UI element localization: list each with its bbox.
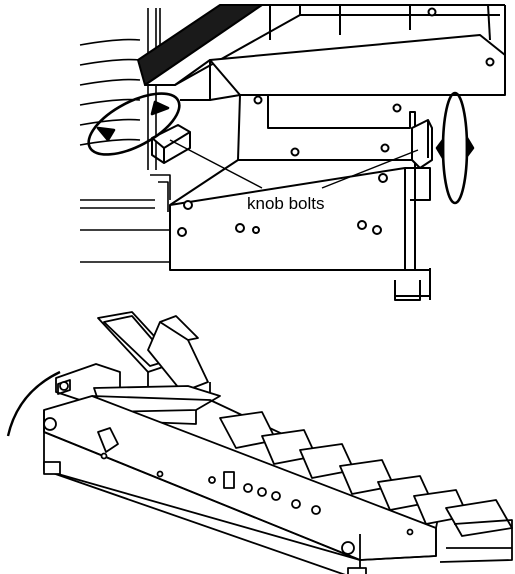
base-screw-1	[177, 227, 187, 237]
feet	[43, 461, 367, 574]
callout-label: knob bolts	[247, 194, 325, 213]
side-plate-screw-4	[380, 143, 390, 153]
side-plate-screw-1	[253, 95, 263, 105]
full-pedalboard-view	[6, 311, 513, 574]
rotate-arrow-left-icon	[87, 92, 181, 156]
base-screw-3	[252, 226, 260, 234]
housing-screw-2	[485, 57, 495, 67]
pedal-housing-upper	[209, 4, 506, 101]
base-screw-4	[357, 220, 367, 230]
left-end-housing	[55, 363, 221, 425]
front-ports	[100, 452, 414, 536]
cable	[6, 370, 61, 437]
pedal-plate	[137, 4, 505, 101]
pedal-side-plate	[237, 94, 416, 161]
knob-bolt-left	[151, 124, 191, 164]
knob-bolt-right	[410, 119, 433, 201]
expression-pedals	[97, 311, 211, 401]
closeup-left-frame	[79, 8, 171, 263]
base-box	[169, 159, 431, 301]
side-plate-screw-3	[290, 147, 300, 157]
footswitch-row	[219, 411, 513, 563]
base-screw-2	[235, 223, 245, 233]
base-screw-6	[183, 200, 193, 210]
housing-screw-1	[427, 7, 437, 17]
base-screw-7	[378, 173, 388, 183]
end-knobs	[43, 417, 355, 555]
callout-leaders	[169, 139, 419, 189]
base-screw-5	[372, 225, 382, 235]
side-plate-screw-2	[392, 103, 402, 113]
rotate-arrow-right-icon	[435, 91, 475, 205]
closeup-view	[79, 4, 506, 301]
